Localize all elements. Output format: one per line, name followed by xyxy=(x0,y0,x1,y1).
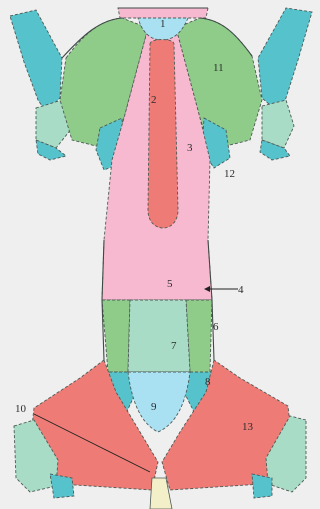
neck-strip-region xyxy=(118,8,208,18)
right-hindpaw-region xyxy=(252,474,272,498)
label-8: 8 xyxy=(205,376,211,388)
left-forelimb-region xyxy=(10,10,62,112)
label-12: 12 xyxy=(224,168,235,180)
label-4: 4 xyxy=(238,284,244,296)
right-forelimb-region xyxy=(258,8,312,112)
left-hindpaw-region xyxy=(50,474,74,498)
label-7: 7 xyxy=(171,340,177,352)
right-flank-band-region xyxy=(186,300,212,372)
label-9: 9 xyxy=(151,401,157,413)
left-flank-band-region xyxy=(102,300,130,372)
label-11: 11 xyxy=(213,62,224,74)
label-3: 3 xyxy=(187,142,193,154)
label-13: 13 xyxy=(242,421,254,433)
right-elbow-region xyxy=(262,100,294,148)
label-1: 1 xyxy=(160,18,166,30)
umbilical-region xyxy=(128,300,190,372)
label-5: 5 xyxy=(167,278,173,290)
label-2: 2 xyxy=(151,94,157,106)
label-6: 6 xyxy=(213,321,219,333)
label-10: 10 xyxy=(15,403,27,415)
sternum-region xyxy=(148,40,178,229)
pubic-region xyxy=(128,372,190,432)
